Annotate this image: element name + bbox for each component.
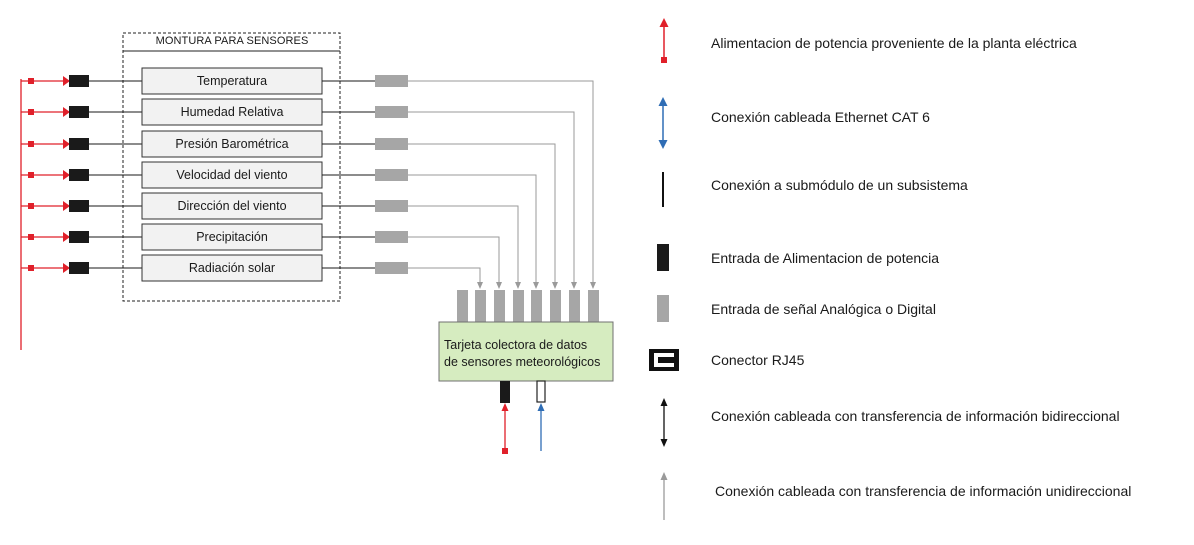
power-feed-terminal (28, 78, 34, 84)
power-feed-arrowhead (63, 76, 70, 86)
collector-card-label: Tarjeta colectora de datos de sensores m… (444, 337, 614, 371)
collector-signal-pin (494, 290, 505, 322)
sensor-signal-output (375, 262, 408, 274)
legend-text-unidirectional: Conexión cableada con transferencia de i… (715, 483, 1132, 499)
collector-signal-pin (569, 290, 580, 322)
signal-route-arrowhead (477, 282, 483, 289)
sensor-power-input (69, 231, 89, 243)
power-feed-arrowhead (63, 232, 70, 242)
sensor-box (141, 192, 323, 220)
sensor-power-input (69, 106, 89, 118)
collector-signal-inputs (457, 290, 599, 322)
collector-label-line1: Tarjeta colectora de datos (444, 338, 588, 352)
signal-route-line (408, 80, 594, 284)
signal-route-arrowhead (515, 282, 521, 289)
signal-lines (408, 80, 596, 289)
sensor-signal-output (375, 231, 408, 243)
legend-symbol-red-arrow (659, 18, 669, 63)
power-feed-arrowhead (63, 139, 70, 149)
sensor-signal-output (375, 200, 408, 212)
sensor-label-solar-radiation: Radiación solar (188, 261, 276, 275)
collector-signal-pin (588, 290, 599, 322)
collector-signal-pin (513, 290, 524, 322)
collector-power-terminal (502, 448, 508, 454)
signal-route-arrowhead (496, 282, 502, 289)
sensor-signal-output (375, 138, 408, 150)
legend-text-power: Alimentacion de potencia proveniente de … (711, 35, 1077, 51)
collector-rj45-port (536, 380, 546, 403)
sensor-box (141, 254, 323, 282)
mount-title: MONTURA PARA SENSORES (155, 35, 309, 47)
legend-text-signal-input: Entrada de señal Analógica o Digital (711, 301, 936, 317)
mount-box (122, 32, 341, 302)
signal-route-line (408, 267, 481, 284)
power-feed-terminal (28, 203, 34, 209)
sensor-power-input (69, 169, 89, 181)
signal-route-line (408, 236, 500, 284)
signal-route-arrowhead (571, 282, 577, 289)
sensor-label-pressure: Presión Barométrica (175, 137, 289, 151)
sensor-box (141, 161, 323, 189)
collector-power-input (500, 381, 510, 403)
power-feed-arrowhead (63, 107, 70, 117)
collector-signal-pin (457, 290, 468, 322)
legend-text-ethernet: Conexión cableada Ethernet CAT 6 (711, 109, 930, 125)
power-feed-terminal (28, 109, 34, 115)
sensor-signal-output (375, 75, 408, 87)
legend-symbol-black-double-arrow (660, 398, 668, 447)
sensor-signal-output (375, 106, 408, 118)
sensor-rows (21, 67, 408, 282)
legend-symbol-rj45-connector (649, 349, 679, 371)
collector-ethernet-arrowhead (537, 403, 545, 411)
power-feed-terminal (28, 141, 34, 147)
signal-route-arrowhead (590, 282, 596, 289)
signal-route-line (408, 111, 575, 284)
signal-route-arrowhead (533, 282, 539, 289)
sensor-signal-output (375, 169, 408, 181)
sensor-label-wind-speed: Velocidad del viento (176, 168, 288, 182)
collector-signal-pin (550, 290, 561, 322)
power-feed-terminal (28, 265, 34, 271)
collector-signal-pin (475, 290, 486, 322)
power-feed-arrowhead (63, 263, 70, 273)
power-feed-terminal (28, 234, 34, 240)
power-feed-terminal (28, 172, 34, 178)
collector-power-arrowhead (501, 403, 509, 411)
legend-symbol-black-block (657, 244, 669, 271)
signal-route-arrowhead (552, 282, 558, 289)
sensor-power-input (69, 138, 89, 150)
sensor-power-input (69, 262, 89, 274)
sensor-label-precipitation: Precipitación (196, 230, 268, 244)
sensor-box (141, 130, 323, 158)
signal-route-line (408, 174, 537, 284)
legend-text-power-input: Entrada de Alimentacion de potencia (711, 250, 940, 266)
legend-symbol-gray-block (657, 295, 669, 322)
legend-symbol-blue-double-arrow (658, 97, 668, 149)
legend-symbol-gray-arrow (660, 472, 668, 520)
collector-label-line2: de sensores meteorológicos (444, 355, 601, 369)
power-feed-arrowhead (63, 201, 70, 211)
signal-route-line (408, 205, 519, 284)
sensor-label-temperature: Temperatura (196, 74, 268, 88)
power-feed-arrowhead (63, 170, 70, 180)
sensor-power-input (69, 75, 89, 87)
collector-card (438, 321, 614, 382)
collector-signal-pin (531, 290, 542, 322)
legend-text-submodule: Conexión a submódulo de un subsistema (711, 177, 968, 193)
legend-text-bidirectional: Conexión cableada con transferencia de i… (711, 408, 1120, 424)
legend-text-rj45: Conector RJ45 (711, 352, 805, 368)
sensor-label-wind-direction: Dirección del viento (177, 199, 287, 213)
signal-route-line (408, 143, 556, 284)
sensor-label-humidity: Humedad Relativa (180, 105, 284, 119)
sensor-power-input (69, 200, 89, 212)
